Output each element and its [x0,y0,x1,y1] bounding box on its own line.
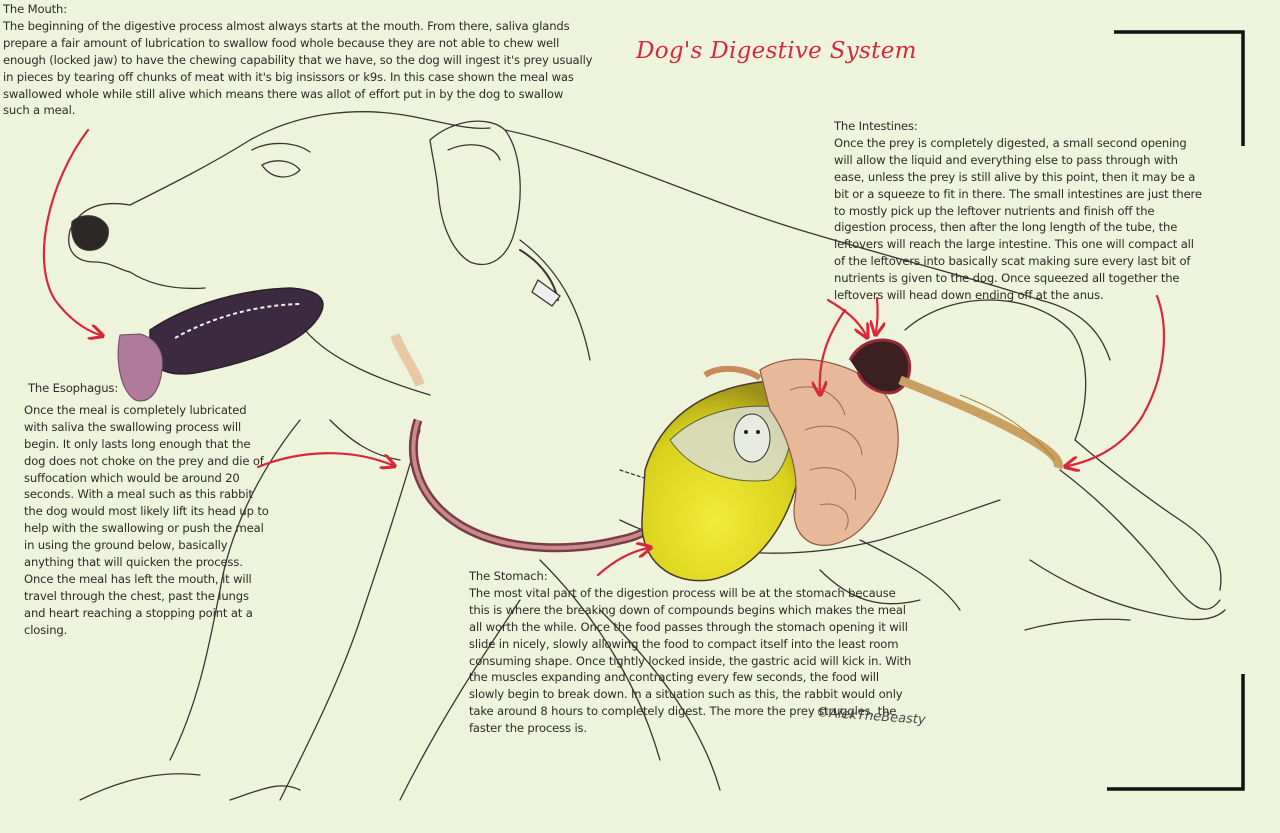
arrow-intestines-1 [820,308,847,392]
page-title: Dog's Digestive System [636,38,917,64]
arrow-anus [1068,294,1166,466]
frame-corner-top-right [1114,30,1245,146]
esophagus-tube [390,333,660,553]
intestines-section: The Intestines: Once the prey is complet… [834,118,1204,304]
esophagus-heading: The Esophagus: [28,381,119,395]
mouth-text: The beginning of the digestive process a… [3,18,593,118]
arrow-intestines-3 [876,296,878,332]
dog-mouth [117,287,324,402]
intestines [703,338,1063,546]
arrow-intestines-2 [826,298,866,335]
arrow-stomach [596,548,648,577]
stomach-heading: The Stomach: [469,569,548,583]
esophagus-text: Once the meal is completely lubricated w… [24,402,269,637]
frame-corner-bottom-right [1107,674,1245,791]
esophagus-section: The Esophagus: Once the meal is complete… [24,380,272,639]
intestines-text: Once the prey is completely digested, a … [834,135,1202,303]
mouth-heading: The Mouth: [3,2,67,16]
arrow-esophagus [256,452,392,467]
intestines-heading: The Intestines: [834,119,918,133]
dog-outline [68,111,1226,801]
arrow-mouth [42,128,100,335]
stomach-section: The Stomach: The most vital part of the … [469,568,917,737]
stomach-text: The most vital part of the digestion pro… [469,585,912,736]
annotation-arrows [42,128,1166,577]
mouth-section: The Mouth: The beginning of the digestiv… [3,1,593,119]
